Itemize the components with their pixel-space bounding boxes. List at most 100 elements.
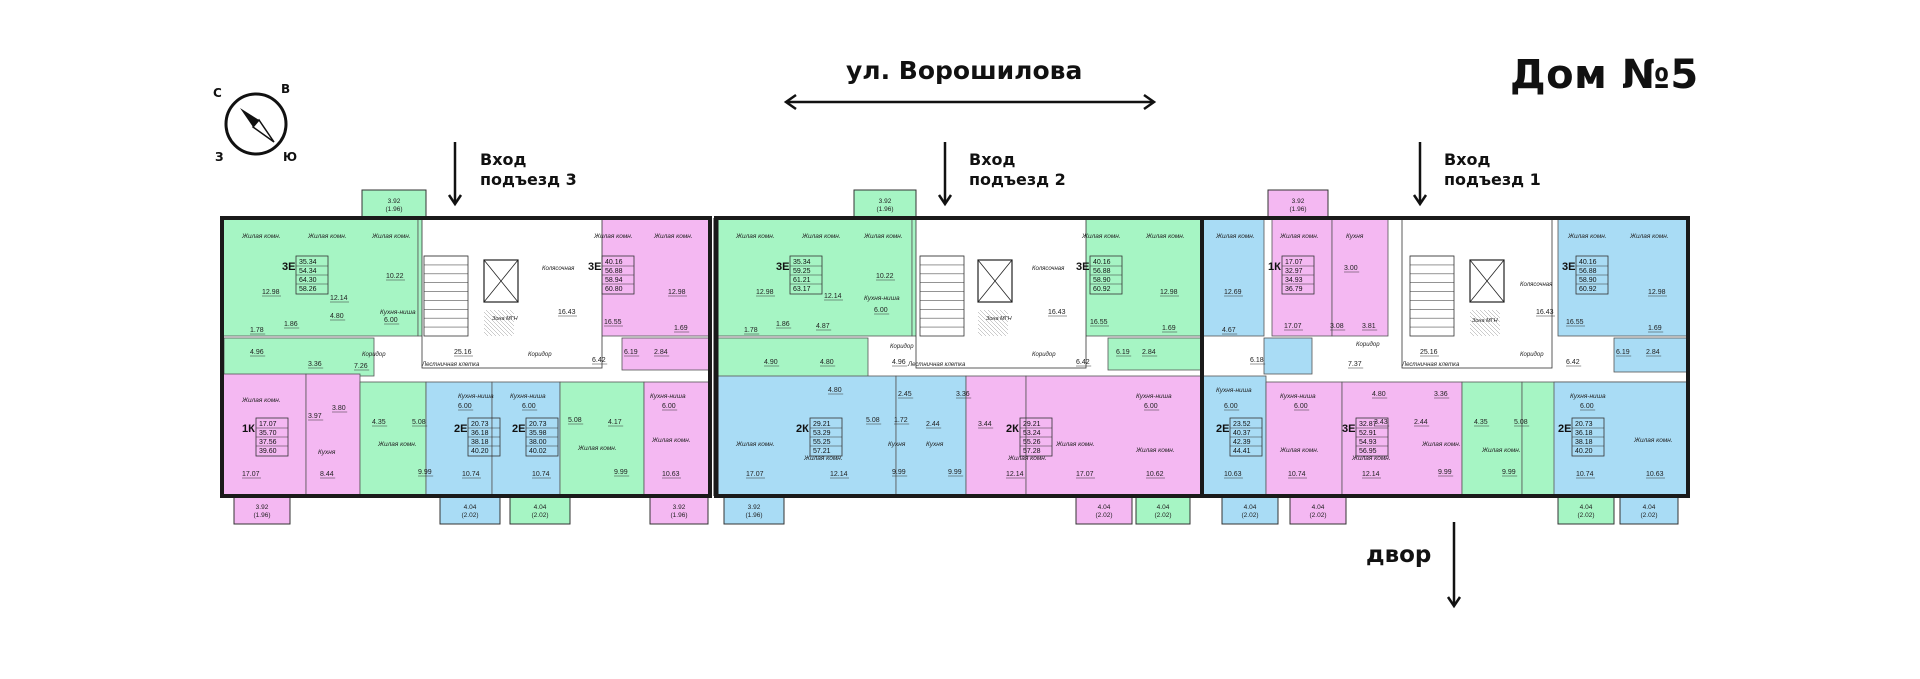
sec2-bot-apt-2-type: 2К <box>1006 423 1019 435</box>
sec2-bot-apt-1-type: 2К <box>796 423 809 435</box>
sec3-top-apt-1-area-3: 58.26 <box>299 286 317 293</box>
sec2-dim-j: 16.43 <box>1048 309 1066 316</box>
sec2-dim-n: 6.19 <box>1116 349 1130 356</box>
sec1-mgn-hatch-h <box>1483 309 1501 327</box>
sec1-mgn-hatch-h <box>1495 309 1501 315</box>
sec2-bot-apt-2-area-2: 55.26 <box>1023 439 1041 446</box>
sec3-dim-g: 1.86 <box>284 321 298 328</box>
sec2-dim-o: 2.84 <box>1142 349 1156 356</box>
sec3-bot-apt-2-area-1: 36.18 <box>471 430 489 437</box>
sec1-mgn-hatch-h <box>1469 327 1479 337</box>
sec2-mgn-hatch-h <box>977 319 995 337</box>
sec1-bot-apt-2-type: 3Е <box>1342 423 1355 435</box>
sec1-dim-u: 4.35 <box>1474 419 1488 426</box>
sec2-dim-v: 3.36 <box>956 391 970 398</box>
sec3-balcony-b2-half: (2.02) <box>462 512 479 519</box>
sec1-bot-apt-1-area-2: 42.39 <box>1233 439 1251 446</box>
sec3-dim-aa: 6.00 <box>662 403 676 410</box>
sec2-dim-r: 4.80 <box>828 387 842 394</box>
sec1-top-apt-2-area-2: 58.90 <box>1579 277 1597 284</box>
sec3-mgn-hatch-h <box>501 309 515 323</box>
sec2-top-apt-1-area-1: 59.25 <box>793 268 811 275</box>
sec1-dim-ff: 9.99 <box>1502 469 1516 476</box>
sec2-dim-d: 6.00 <box>874 307 888 314</box>
sec3-balcony-b2 <box>439 495 501 525</box>
sec3-bot-apt-3-type: 2Е <box>512 423 525 435</box>
sec2-living-5: Жилая комн. <box>1145 233 1185 240</box>
sec1-stair-label: Лестничная клетка <box>1401 362 1460 368</box>
sec1-dim-gg: 10.74 <box>1576 471 1594 478</box>
sec1-bot-apt-2-area-3: 56.95 <box>1359 448 1377 455</box>
sec2-balcony-top-half: (1.96) <box>877 206 894 213</box>
sec1-balcony-b4-half: (2.02) <box>1641 512 1658 519</box>
sec3-dim-c: 10.22 <box>386 273 404 280</box>
sec2-dim-w: 2.44 <box>926 421 940 428</box>
sec3-stair-label: Лестничная клетка <box>421 362 480 368</box>
sec1-balcony-b3-half: (2.02) <box>1578 512 1595 519</box>
sec1-bot-apt-2-area-2: 54.93 <box>1359 439 1377 446</box>
sec2-dim-x: 3.44 <box>978 421 992 428</box>
sec1-balcony-b1-area: 4.04 <box>1244 504 1257 511</box>
sec1-mgn-hatch-h <box>1469 311 1495 337</box>
sec3-dim-v: 5.08 <box>412 419 426 426</box>
sec2-living-b1: Жилая комн. <box>735 441 775 448</box>
sec1-dim-x: 6.00 <box>1294 403 1308 410</box>
sec2-living-4: Жилая комн. <box>1081 233 1121 240</box>
sec1-dim-ee: 9.99 <box>1438 469 1452 476</box>
sec3-dim-d: 6.00 <box>384 317 398 324</box>
sec3-dim-u: 4.35 <box>372 419 386 426</box>
sec1-bot-apt-1-type: 2Е <box>1216 423 1229 435</box>
sec3-apt-top-right-hall <box>621 337 711 371</box>
sec3-mgn-hatch-h <box>483 319 501 337</box>
sec1-living-4: Жилая комн. <box>1567 233 1607 240</box>
sec3-living-3: Жилая комн. <box>371 233 411 240</box>
sec3-mgn-hatch-h <box>483 327 493 337</box>
sec3-living-5: Жилая комн. <box>653 233 693 240</box>
entrance-1-line1: Вход <box>1444 150 1491 169</box>
sec3-mgn-label: Зона МГН <box>492 316 518 322</box>
sec2-apt-bot-2a <box>965 375 1027 497</box>
sec2-balcony-top <box>853 189 917 219</box>
sec2-mgn-hatch-h <box>995 309 1009 323</box>
sec2-living-b5: Жилая комн. <box>1135 447 1175 454</box>
sec3-dim-o: 6.42 <box>592 357 606 364</box>
sec3-top-apt-2-type: 3Е <box>588 261 601 273</box>
sec3-kniche-b2: Кухня-ниша <box>458 393 494 400</box>
sec1-mgn-label: Зона МГН <box>1472 318 1498 324</box>
sec3-mgn-hatch-h <box>485 309 513 337</box>
sec1-balcony-b2-area: 4.04 <box>1312 504 1325 511</box>
sec3-mgn-hatch-h <box>483 315 505 337</box>
sec3-stairs <box>423 255 469 337</box>
sec1-balcony-b2-half: (2.02) <box>1310 512 1327 519</box>
sec1-balcony-b1-half: (2.02) <box>1242 512 1259 519</box>
sec1-living-b4: Жилая комн. <box>1421 441 1461 448</box>
sec2-bot-apt-1-area-2: 55.25 <box>813 439 831 446</box>
sec1-mgn-hatch-h <box>1469 315 1491 337</box>
sec1-bot-apt-3-area-3: 40.20 <box>1575 448 1593 455</box>
sec2-living-b2: Жилая комн. <box>803 455 843 462</box>
sec1-dim-e: 3.00 <box>1344 265 1358 272</box>
sec3-balcony-b3-area: 4.04 <box>534 504 547 511</box>
sec2-bot-apt-1-area-3: 57.21 <box>813 448 831 455</box>
sec3-balcony-b4-area: 3.92 <box>673 504 686 511</box>
sec1-bot-apt-1-area-1: 40.37 <box>1233 430 1251 437</box>
sec1-mgn-hatch-h <box>1475 309 1501 335</box>
sec1-mgn-hatch-h <box>1491 309 1501 319</box>
sec2-mgn-hatch-h <box>987 309 1009 331</box>
compass-west: З <box>215 150 224 164</box>
sec3-outline <box>220 216 712 498</box>
sec3-bot-apt-1-area-0: 17.07 <box>259 421 277 428</box>
sec3-bot-apt-2-area-3: 40.20 <box>471 448 489 455</box>
sec1-dim-p: 25.16 <box>1420 349 1438 356</box>
sec3-living-4: Жилая комн. <box>593 233 633 240</box>
sec3-top-apt-1-type: 3Е <box>282 261 295 273</box>
sec2-dim-f: 1.78 <box>744 327 758 334</box>
sec2-utility-label: Колясочная <box>1032 266 1065 272</box>
street-arrow <box>783 93 1157 111</box>
sec1-dim-hh: 10.63 <box>1646 471 1664 478</box>
sec2-dim-a: 12.98 <box>756 289 774 296</box>
sec2-dim-dd: 9.99 <box>892 469 906 476</box>
sec3-dim-w: 6.00 <box>458 403 472 410</box>
